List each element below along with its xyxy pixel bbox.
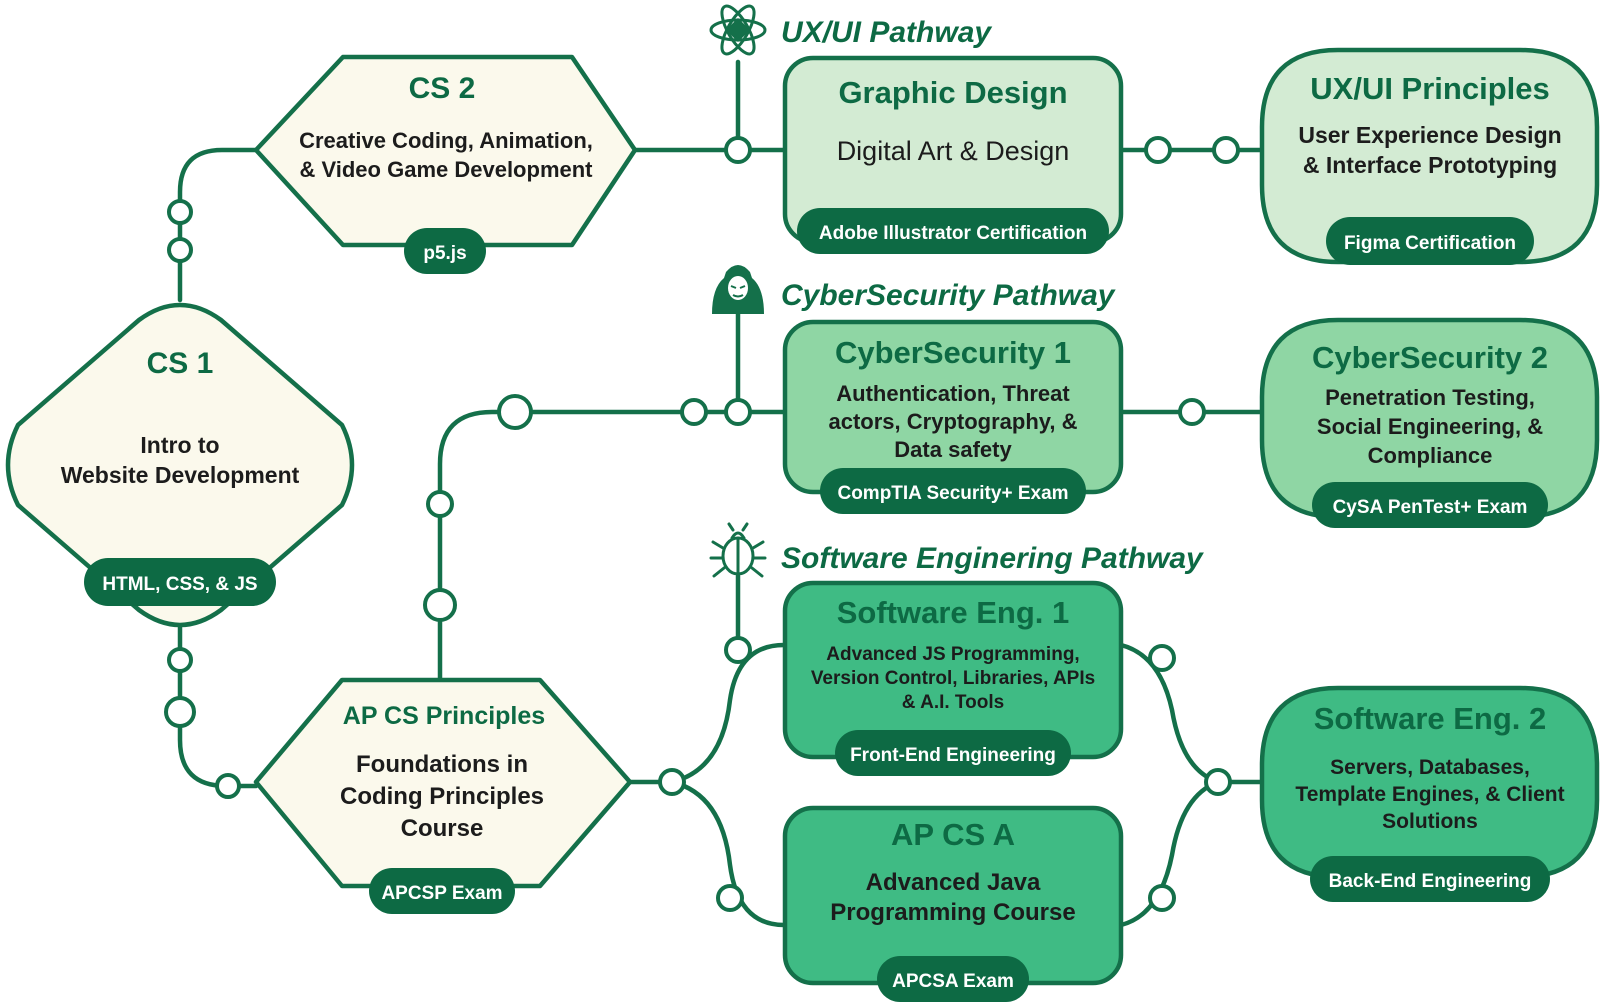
connector-dot xyxy=(215,773,241,799)
connector-dots xyxy=(164,136,1240,912)
graphic-design-title: Graphic Design xyxy=(838,75,1067,110)
se2-title: Software Eng. 2 xyxy=(1314,701,1547,736)
cs1-desc-line: Intro to xyxy=(140,432,219,458)
connector-dot xyxy=(724,636,752,664)
cs2-desc-line: & Video Game Development xyxy=(299,157,593,182)
connector-dot xyxy=(680,398,708,426)
uxui-principles-title: UX/UI Principles xyxy=(1310,71,1549,106)
cyber1-desc-line: Authentication, Threat xyxy=(836,381,1070,406)
uxui-principles-badge: Figma Certification xyxy=(1326,217,1534,265)
cyber2-badge: CySA PenTest+ Exam xyxy=(1312,482,1548,528)
connector-dot xyxy=(716,884,744,912)
apcsa-title: AP CS A xyxy=(891,817,1015,852)
apcsp-desc-line: Foundations in xyxy=(356,751,528,778)
graphic-design-badge: Adobe Illustrator Certification xyxy=(797,208,1109,254)
se1-desc-line: Advanced JS Programming, xyxy=(826,644,1079,665)
apcsa-badge-label: APCSA Exam xyxy=(892,971,1014,992)
cyber1-badge: CompTIA Security+ Exam xyxy=(820,468,1086,514)
cs1-title: CS 1 xyxy=(147,347,214,380)
connector-dot xyxy=(1178,398,1206,426)
cs1-desc-line: Website Development xyxy=(61,462,300,488)
se2-badge-label: Back-End Engineering xyxy=(1329,871,1532,892)
connector-dot xyxy=(724,398,752,426)
connector-dot xyxy=(164,696,196,728)
connector-apcsp-cyber1 xyxy=(437,409,787,683)
node-titles: CS 2 CS 1 AP CS Principles Graphic Desig… xyxy=(147,71,1550,852)
se2-desc-line: Template Engines, & Client xyxy=(1295,783,1564,806)
apcsp-desc-line: Coding Principles xyxy=(340,783,544,810)
apcsp-desc-line: Course xyxy=(401,815,484,842)
cs2-desc-line: Creative Coding, Animation, xyxy=(299,128,593,153)
connector-cs2-cs1 xyxy=(177,147,259,303)
cyber1-title: CyberSecurity 1 xyxy=(835,335,1071,370)
se1-desc-line: & A.I. Tools xyxy=(902,692,1004,713)
se1-badge: Front-End Engineering xyxy=(835,730,1071,776)
software-pathway-label: Software Enginering Pathway xyxy=(781,542,1204,575)
hacker-icon xyxy=(712,265,764,314)
connector-lines xyxy=(177,59,1265,928)
cyber1-badge-label: CompTIA Security+ Exam xyxy=(837,483,1068,504)
se1-badge-label: Front-End Engineering xyxy=(850,745,1056,766)
atom-icon xyxy=(709,4,767,56)
connector-dot xyxy=(1204,768,1232,796)
se2-badge: Back-End Engineering xyxy=(1310,856,1550,902)
connector-dot xyxy=(724,136,752,164)
cs2-node xyxy=(253,54,638,248)
cs2-title: CS 2 xyxy=(409,72,476,105)
cyber1-desc-line: Data safety xyxy=(894,437,1012,462)
cyber-pathway-label: CyberSecurity Pathway xyxy=(781,279,1116,312)
connector-apcsa-merge xyxy=(1118,779,1221,928)
cs1-node xyxy=(5,302,355,628)
connector-dot xyxy=(167,199,193,225)
apcsa-desc-line: Programming Course xyxy=(830,899,1075,926)
connector-dot xyxy=(1148,884,1176,912)
cyber2-desc-line: Compliance xyxy=(1368,443,1493,468)
connector-dot xyxy=(423,588,457,622)
uxui-principles-badge-label: Figma Certification xyxy=(1344,233,1516,254)
connector-dot xyxy=(658,768,686,796)
cyber2-badge-label: CySA PenTest+ Exam xyxy=(1333,497,1528,518)
se1-desc-line: Version Control, Libraries, APIs xyxy=(811,668,1095,689)
apcsp-title: AP CS Principles xyxy=(343,702,545,730)
apcsa-badge: APCSA Exam xyxy=(877,956,1029,1002)
graphic-design-desc-line: Digital Art & Design xyxy=(837,136,1070,166)
node-descriptions: Creative Coding, Animation, & Video Game… xyxy=(61,122,1565,926)
cyber2-desc-line: Social Engineering, & xyxy=(1317,414,1543,439)
cs2-badge-label: p5.js xyxy=(423,243,466,264)
cyber1-desc-line: actors, Cryptography, & xyxy=(829,409,1078,434)
apcsp-node xyxy=(253,677,633,889)
cyber2-desc-line: Penetration Testing, xyxy=(1325,385,1535,410)
bug-icon xyxy=(709,522,767,578)
uxui-principles-desc-line: & Interface Prototyping xyxy=(1303,152,1557,178)
apcsa-desc-line: Advanced Java xyxy=(866,869,1041,896)
connector-split-se1 xyxy=(669,642,787,785)
uxui-principles-desc-line: User Experience Design xyxy=(1298,122,1561,148)
connector-dot xyxy=(167,647,193,673)
connector-dot xyxy=(1212,136,1240,164)
se2-desc-line: Servers, Databases, xyxy=(1330,756,1530,779)
cs1-badge: HTML, CSS, & JS xyxy=(84,558,276,606)
pathway-labels: UX/UI Pathway CyberSecurity Pathway Soft… xyxy=(781,16,1204,575)
connector-se1-merge xyxy=(1118,642,1221,785)
apcsp-badge-label: APCSP Exam xyxy=(381,883,502,904)
cyber2-title: CyberSecurity 2 xyxy=(1312,340,1548,375)
connector-dot xyxy=(167,237,193,263)
se2-desc-line: Solutions xyxy=(1382,810,1478,833)
cs2-badge: p5.js xyxy=(404,228,486,274)
cs1-badge-label: HTML, CSS, & JS xyxy=(102,574,257,595)
connector-dot xyxy=(1144,136,1172,164)
connector-dot xyxy=(497,394,533,430)
connector-dot xyxy=(1148,644,1176,672)
connector-cs1-apcsp xyxy=(177,595,259,789)
uxui-pathway-label: UX/UI Pathway xyxy=(781,16,992,49)
connector-split-apcsa xyxy=(669,779,787,928)
graphic-design-badge-label: Adobe Illustrator Certification xyxy=(819,223,1087,244)
connector-dot xyxy=(426,490,454,518)
se1-title: Software Eng. 1 xyxy=(837,595,1070,630)
apcsp-badge: APCSP Exam xyxy=(369,868,515,914)
badges: HTML, CSS, & JS p5.js APCSP Exam Adobe I… xyxy=(84,208,1550,1002)
